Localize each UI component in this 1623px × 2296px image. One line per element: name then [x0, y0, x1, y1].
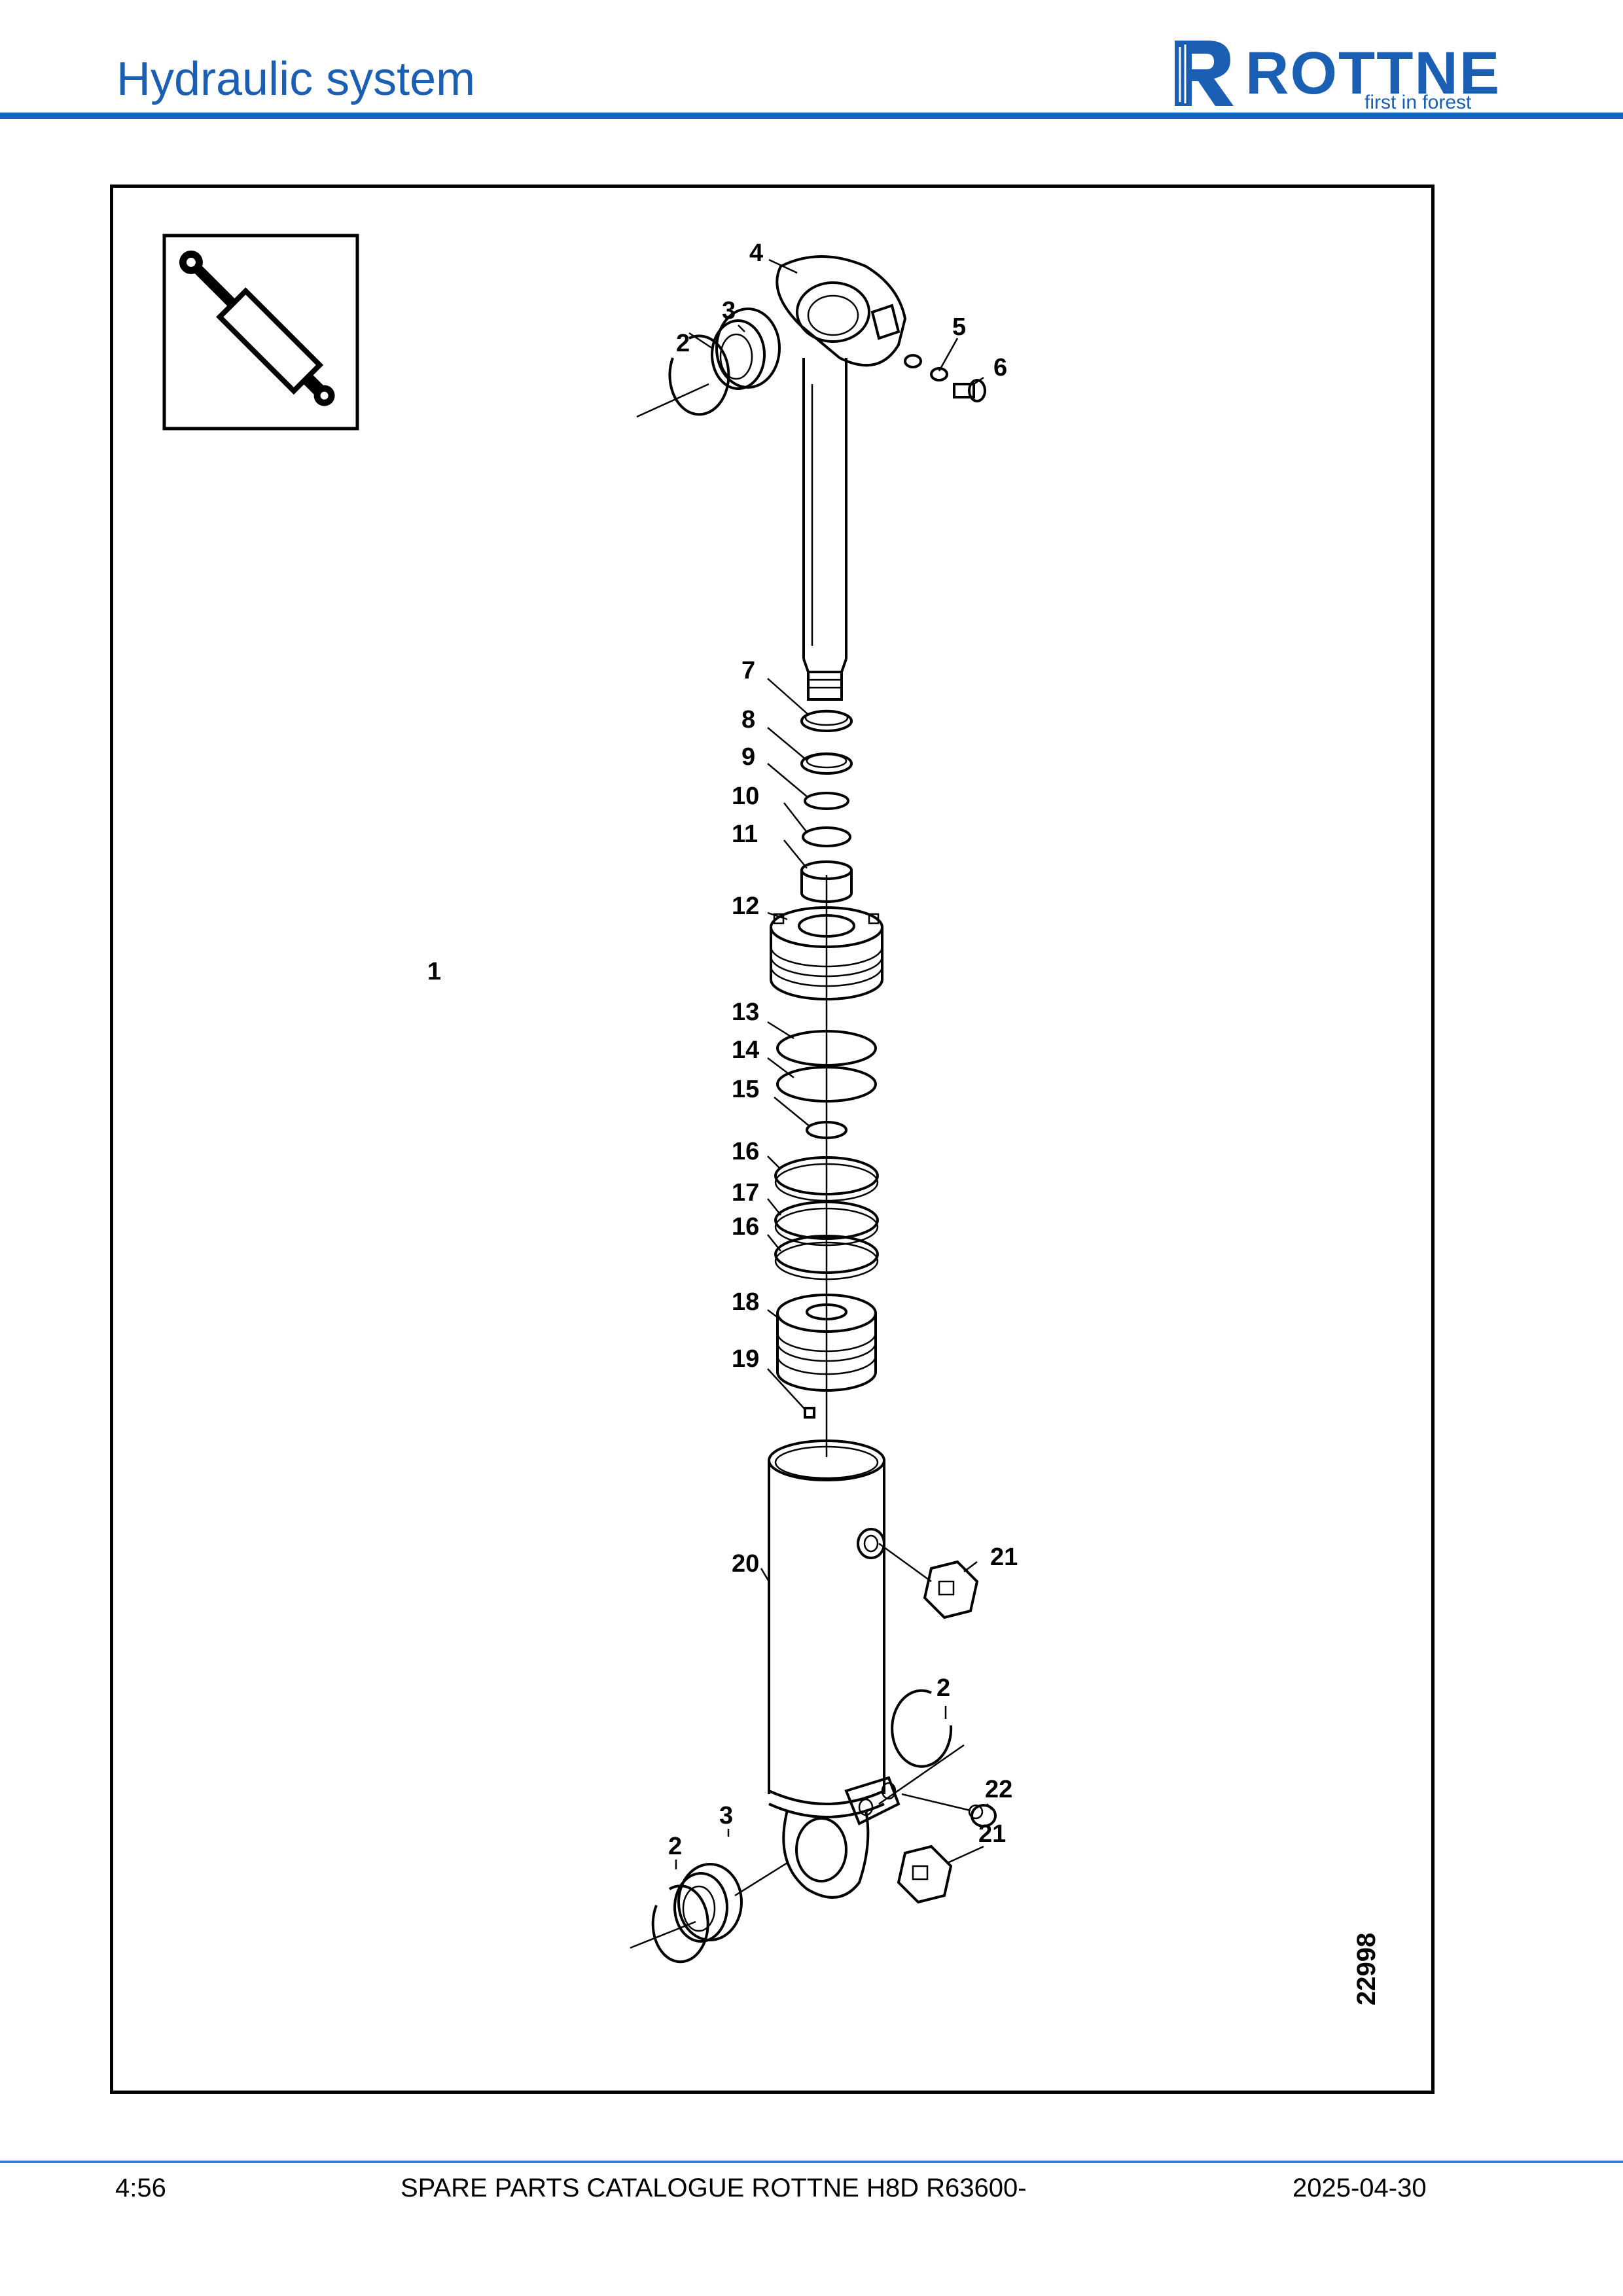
part-backup-ring-2 [776, 1066, 877, 1103]
part-o-ring [802, 826, 851, 847]
callout-18: 18 [732, 1288, 759, 1316]
callout-2-right: 2 [936, 1674, 950, 1702]
footer-divider [0, 2161, 1623, 2163]
rottne-logo: ROTTNE first in forest [1168, 34, 1508, 113]
figure-number: 22998 [1352, 1933, 1381, 2005]
callout-22: 22 [985, 1776, 1012, 1803]
part-rod-eye [776, 255, 907, 367]
callout-1: 1 [427, 958, 441, 985]
part-cylinder-barrel [768, 1439, 901, 1899]
callout-9: 9 [741, 743, 755, 771]
callout-12: 12 [732, 892, 759, 920]
brand-tagline: first in forest [1364, 92, 1472, 113]
header-divider [0, 113, 1623, 119]
part-retaining-ring-top [636, 334, 730, 418]
callout-11: 11 [732, 821, 758, 848]
part-retaining-ring-right [878, 1689, 965, 1805]
callout-19: 19 [732, 1345, 759, 1373]
callout-10: 10 [732, 783, 759, 810]
callout-21-lower: 21 [978, 1820, 1006, 1848]
callout-3-bottom: 3 [719, 1802, 733, 1829]
part-o-ring-small [806, 1121, 847, 1139]
brand-name: ROTTNE [1245, 40, 1501, 107]
part-piston-seal-middle [774, 1201, 879, 1246]
callout-leaders [675, 258, 992, 1869]
callout-13: 13 [732, 998, 759, 1026]
part-plug [901, 1793, 997, 1828]
callout-17: 17 [732, 1179, 759, 1207]
callout-15: 15 [732, 1076, 759, 1103]
part-guide-ring [800, 860, 853, 903]
part-set-screw [804, 1407, 815, 1419]
part-seal-ring [776, 1030, 877, 1067]
part-fitting-upper [878, 1542, 979, 1619]
callout-16-lower: 16 [732, 1213, 759, 1241]
part-piston-seal-lower [774, 1235, 879, 1280]
callout-2-top: 2 [676, 330, 690, 357]
part-piston-rod [802, 358, 847, 701]
part-backup-ring [804, 792, 849, 810]
page-number: 4:56 [115, 2174, 166, 2202]
callout-21-upper: 21 [990, 1544, 1018, 1571]
callout-8: 8 [741, 706, 755, 733]
hydraulic-cylinder-icon [162, 234, 359, 431]
part-bearing-top [711, 308, 781, 390]
part-retaining-ring-bottom [630, 1884, 709, 1964]
part-rod-seal [800, 752, 853, 775]
catalogue-title: SPARE PARTS CATALOGUE ROTTNE H8D R63600- [401, 2174, 1027, 2202]
callout-3-top: 3 [722, 297, 736, 325]
callout-7: 7 [741, 657, 755, 684]
part-bearing-bottom [673, 1862, 788, 1943]
callout-6: 6 [993, 354, 1007, 381]
callout-16-upper: 16 [732, 1138, 759, 1165]
page-title: Hydraulic system [116, 53, 476, 105]
exploded-cylinder-drawing: 1 2 3 4 5 6 7 8 9 10 11 12 13 14 15 16 1… [162, 234, 1381, 2005]
callout-2-bottom: 2 [668, 1833, 682, 1860]
publication-date: 2025-04-30 [1293, 2174, 1427, 2202]
exploded-view-frame: 1 2 3 4 5 6 7 8 9 10 11 12 13 14 15 16 1… [110, 185, 1435, 2094]
callout-5: 5 [952, 313, 966, 341]
part-fitting-lower [897, 1845, 953, 1904]
callout-4: 4 [749, 239, 763, 267]
part-washer [904, 354, 948, 381]
callout-14: 14 [732, 1036, 759, 1064]
part-screw [953, 379, 986, 402]
rottne-r-emblem-icon [1175, 41, 1234, 106]
callout-20: 20 [732, 1550, 759, 1578]
part-wiper [800, 709, 853, 732]
part-piston [776, 1294, 877, 1392]
